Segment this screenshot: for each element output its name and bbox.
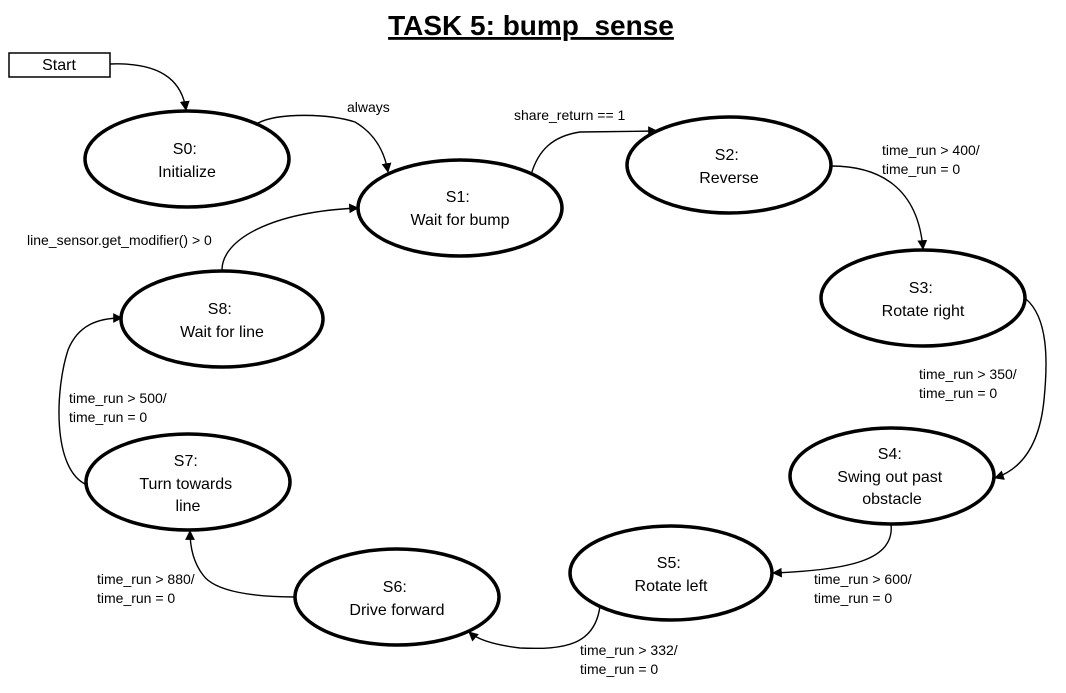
state-s6-label: S6: Drive forward	[349, 579, 444, 619]
state-s6	[293, 547, 501, 647]
state-s2	[625, 115, 833, 215]
transition-s5-s6-label: time_run > 332/ time_run = 0	[580, 642, 682, 677]
transition-s4-s5	[772, 523, 892, 578]
transition-s8-s1	[221, 203, 359, 271]
state-s5	[568, 524, 774, 622]
diagram-title: TASK 5: bump_sense	[388, 10, 674, 41]
transition-s1-s2-label: share_return == 1	[514, 107, 626, 123]
state-s0-label: S0: Initialize	[158, 141, 216, 181]
state-s8	[119, 269, 325, 369]
transition-s0-s1-label: always	[347, 99, 390, 115]
state-s4	[788, 426, 996, 526]
state-s1	[356, 158, 564, 258]
transition-s2-s3-label: time_run > 400/ time_run = 0	[882, 142, 984, 177]
transition-s8-s1-label: line_sensor.get_modifier() > 0	[27, 232, 212, 248]
transition-s4-s5-label: time_run > 600/ time_run = 0	[814, 571, 916, 606]
state-s5-label: S5: Rotate left	[635, 555, 708, 595]
transition-start-s0	[109, 63, 190, 111]
state-s0	[83, 109, 291, 209]
transition-s3-s4-label: time_run > 350/ time_run = 0	[919, 366, 1021, 401]
transition-s3-s4	[994, 298, 1047, 480]
state-s3	[819, 248, 1027, 348]
transition-s7-s8	[58, 313, 123, 486]
state-s1-label: S1: Wait for bump	[411, 189, 510, 229]
state-s7-label: S7: Turn towards line	[139, 453, 236, 515]
state-s3-label: S3: Rotate right	[882, 280, 965, 320]
transition-s5-s6	[468, 605, 601, 650]
transition-s6-s7-label: time_run > 880/ time_run = 0	[97, 571, 199, 606]
start-box	[8, 52, 111, 78]
state-s4-label: S4: Swing out past obstacle	[837, 446, 946, 508]
transition-s2-s3	[830, 165, 928, 250]
state-s2-label: S2: Reverse	[699, 147, 759, 187]
state-s7	[84, 432, 292, 532]
transition-s6-s7	[185, 530, 297, 598]
transition-s1-s2	[530, 126, 658, 176]
transition-s0-s1	[257, 114, 392, 173]
start-label: Start	[42, 57, 76, 74]
state-s8-label: S8: Wait for line	[180, 301, 264, 341]
transition-s7-s8-label: time_run > 500/ time_run = 0	[69, 390, 171, 425]
